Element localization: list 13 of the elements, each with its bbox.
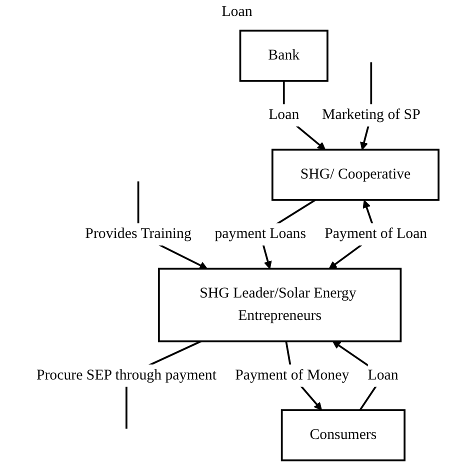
edge-label: payment Loans bbox=[214, 226, 306, 242]
node-box: Consumers bbox=[280, 409, 405, 462]
text-label: Loan bbox=[222, 4, 252, 21]
node-box: SHG/ Cooperative bbox=[271, 148, 439, 201]
edge-label: Procure SEP through payment bbox=[36, 367, 216, 384]
node-box: Bank bbox=[238, 30, 328, 82]
edge-label: Loan bbox=[367, 367, 398, 384]
node-box: SHG Leader/Solar Energy Entrepreneurs bbox=[158, 268, 402, 342]
edge-label: Payment of Money bbox=[234, 367, 349, 384]
edge-label: Loan bbox=[268, 106, 299, 123]
edge-label: Provides Training bbox=[84, 226, 191, 242]
edge-label: Marketing of SP bbox=[321, 106, 420, 123]
edge-label: Payment of Loan bbox=[324, 226, 427, 242]
